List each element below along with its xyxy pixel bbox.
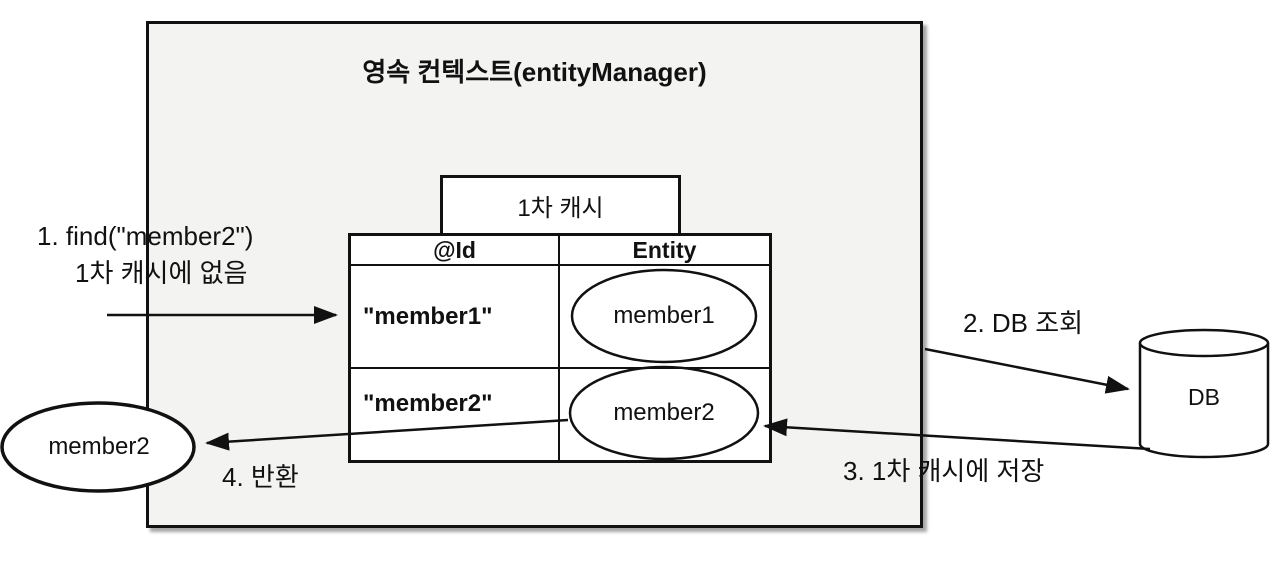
table-cell-id-member1: "member1"	[351, 266, 560, 369]
member1-entity-label: member1	[613, 302, 715, 329]
step2-db-query-annotation: 2. DB 조회	[963, 308, 1084, 338]
db-label: DB	[1188, 384, 1220, 410]
step3-cache-store-annotation: 3. 1차 캐시에 저장	[843, 456, 1045, 486]
arrow-db-query	[924, 347, 1130, 394]
table-header-entity: Entity	[560, 236, 769, 266]
table-header-id: @Id	[351, 236, 560, 266]
first-level-cache-box: 1차 캐시	[440, 175, 681, 236]
step1-find-annotation: 1. find("member2") 1차 캐시에 없음	[37, 218, 253, 292]
returned-member2-label: member2	[48, 433, 150, 460]
cache-table: @Id Entity "member1" "member2"	[348, 233, 772, 463]
persistence-context-title: 영속 컨텍스트(entityManager)	[362, 57, 707, 87]
step1-find-text: 1. find("member2")	[37, 221, 254, 251]
member2-entity-label: member2	[613, 399, 715, 426]
table-cell-id-member2: "member2"	[351, 369, 560, 460]
step1-cache-miss-text: 1차 캐시에 없음	[75, 258, 248, 288]
step4-return-annotation: 4. 반환	[222, 462, 299, 492]
first-level-cache-label: 1차 캐시	[517, 195, 604, 222]
